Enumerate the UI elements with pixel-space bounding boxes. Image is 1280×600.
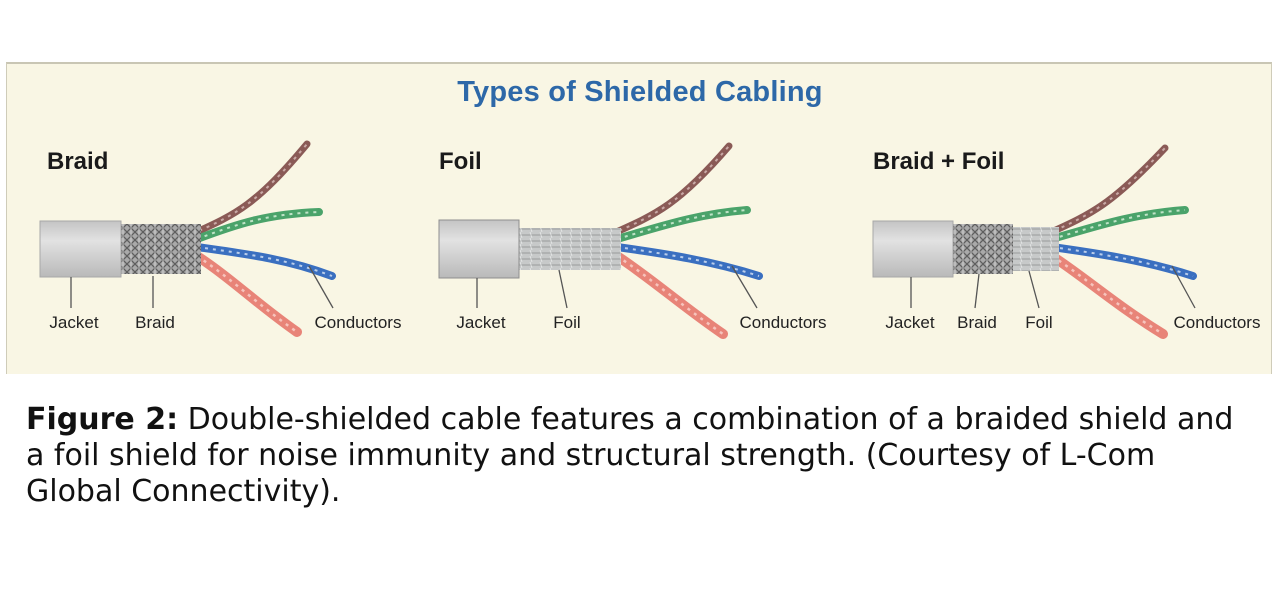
panel-foil: Foil Jacket Foil Conductors (438, 142, 827, 339)
jacket (872, 220, 954, 278)
label-jacket: Jacket (456, 313, 505, 332)
figure-panel: Types of Shielded Cabling Braid (6, 62, 1272, 374)
foil-shield (1009, 227, 1059, 271)
caption-text: Double-shielded cable features a combina… (26, 402, 1234, 509)
label-conductors: Conductors (315, 313, 402, 332)
conductors-graphic (1043, 144, 1197, 339)
foil-shield (517, 228, 621, 270)
jacket (438, 219, 520, 279)
panel-title-braid: Braid (47, 148, 108, 175)
label-jacket: Jacket (49, 313, 98, 332)
panel-title-foil: Foil (439, 148, 482, 175)
label-foil: Foil (1025, 313, 1052, 332)
braid-shield (951, 224, 1013, 274)
conductors-graphic (188, 140, 336, 337)
label-conductors: Conductors (740, 313, 827, 332)
panel-braid: Braid Jacket Braid Conduct (39, 140, 402, 337)
cable-diagram: Braid Jacket Braid Conduct (39, 140, 1261, 339)
conductors-graphic (608, 142, 763, 339)
caption-label: Figure 2: (26, 402, 179, 437)
braid-shield (119, 224, 201, 274)
panel-braid-foil: Braid + Foil Jacket Braid Foil Conductor… (872, 144, 1261, 339)
label-jacket: Jacket (885, 313, 934, 332)
label-braid: Braid (135, 313, 175, 332)
label-braid: Braid (957, 313, 997, 332)
panel-title-braid-foil: Braid + Foil (873, 148, 1004, 175)
jacket (39, 220, 122, 278)
label-foil: Foil (553, 313, 580, 332)
figure-title: Types of Shielded Cabling (457, 76, 823, 108)
label-conductors: Conductors (1174, 313, 1261, 332)
figure-caption: Figure 2: Double-shielded cable features… (26, 402, 1256, 510)
